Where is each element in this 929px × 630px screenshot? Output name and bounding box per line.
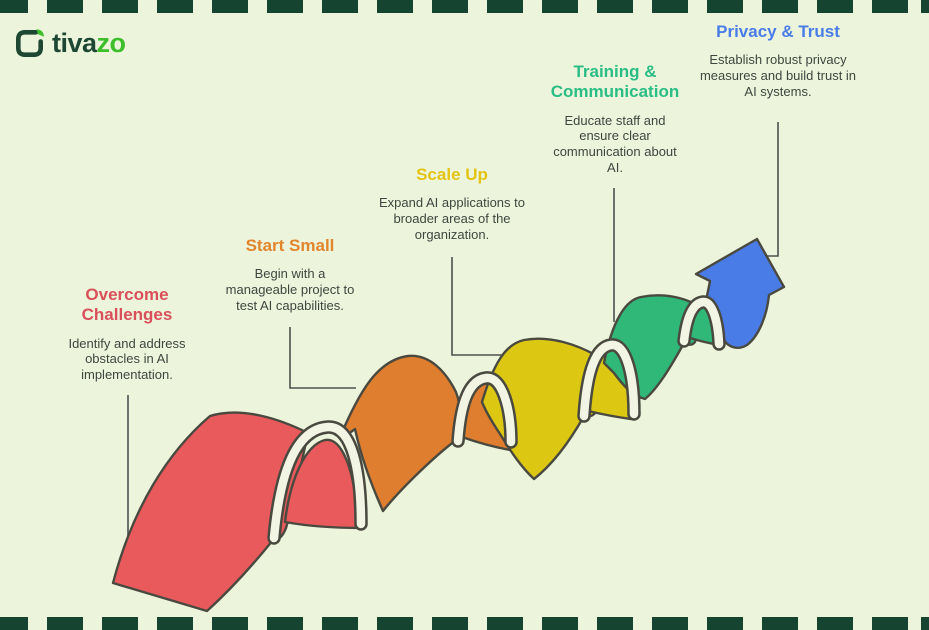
connector-line-privacy-trust <box>747 122 779 257</box>
step-title: Scale Up <box>416 165 488 184</box>
bracket-leaf-logo-icon <box>16 29 44 57</box>
logo-text-secondary: zo <box>96 28 127 58</box>
step-description: Establish robust privacy measures and bu… <box>699 52 857 99</box>
ribbon-fold-edge-4 <box>679 297 724 349</box>
step-privacy-trust: Privacy & Trust Establish robust privacy… <box>693 22 863 99</box>
step-training-communication: Training & Communication Educate staff a… <box>535 62 695 175</box>
step-title: Training & Communication <box>550 62 680 102</box>
step-overcome-challenges: Overcome Challenges Identify and address… <box>52 285 202 383</box>
step-title: Overcome Challenges <box>81 285 173 325</box>
step-title: Start Small <box>245 236 335 255</box>
ribbon-fold-edge-2 <box>453 373 516 447</box>
connector-line-scale-up <box>451 257 516 356</box>
step-description: Begin with a manageable project to test … <box>225 266 355 313</box>
leaf-mark <box>36 29 44 37</box>
connector-line-start-small <box>289 327 356 389</box>
step-start-small: Start Small Begin with a manageable proj… <box>205 236 375 313</box>
step-scale-up: Scale Up Expand AI applications to broad… <box>367 165 537 242</box>
ribbon-fold-underside-1 <box>283 438 364 530</box>
step-description: Educate staff and ensure clear communica… <box>553 112 677 175</box>
ribbon-fold-edge-1 <box>269 422 366 543</box>
step-title: Privacy & Trust <box>716 22 840 41</box>
ribbon-fold-edge-3 <box>579 340 639 421</box>
step-description: Identify and address obstacles in AI imp… <box>68 335 186 382</box>
ribbon-segment-overcome-challenges <box>111 411 310 613</box>
step-description: Expand AI applications to broader areas … <box>379 195 525 242</box>
bottom-dashed-border <box>0 617 929 630</box>
logo-text-primary: tiva <box>52 28 97 58</box>
logo-text: tivazo <box>52 30 126 57</box>
top-dashed-border <box>0 0 929 13</box>
tivazo-logo: tivazo <box>14 28 126 59</box>
